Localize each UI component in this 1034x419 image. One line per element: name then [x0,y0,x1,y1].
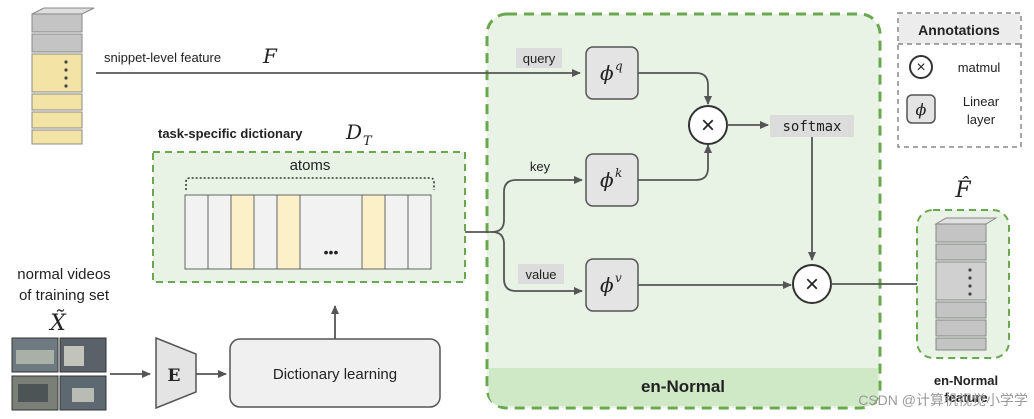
encoder-label: E [168,366,181,386]
output-label-line1: en-Normal [934,373,998,388]
q-to-matmul-arrow [638,72,712,105]
phi-q-box: ϕ q [585,46,639,100]
dictionary-symbol: D [345,120,362,144]
svg-text:×: × [916,59,925,76]
value-arrow [491,231,583,295]
output-feature-stack [934,217,998,351]
svg-text:×: × [805,271,819,298]
svg-text:ϕ: ϕ [916,100,927,119]
watermark: CSDN @计算机视觉小学学 [858,392,1028,408]
query-label-bg [516,48,562,68]
videos-symbol: X̃ [48,310,67,336]
dictionary-learning-label: Dictionary learning [273,366,397,383]
output-label-line2: feature [944,390,987,405]
en-normal-module: en-Normal [485,12,882,410]
value-label-bg [518,264,564,284]
atoms-label: atoms [290,157,331,174]
module-title-band [489,368,878,406]
key-label: key [530,159,551,174]
encoder-block: E [155,336,197,410]
dictionary-symbol-sub: T [363,134,373,149]
snippet-symbol: F [262,44,278,68]
phi-v-box: ϕ v [585,258,639,312]
svg-text:×: × [701,112,715,139]
svg-text:q: q [615,59,623,73]
videos-label-line2: of training set [19,287,110,304]
svg-text:ϕ: ϕ [600,168,614,192]
key-arrow [465,176,583,233]
legend-linear-line1: Linear [963,94,1000,109]
annotations-legend [897,12,1022,148]
snippet-label: snippet-level feature [104,50,221,65]
legend-title: Annotations [918,22,1000,38]
legend-linear-icon: ϕ [906,94,936,124]
snippet-feature-stack [31,7,95,145]
output-symbol: F̂ [954,177,971,203]
module-title: en-Normal [641,377,725,396]
legend-matmul-label: matmul [958,60,1001,75]
atoms-brace [185,177,435,190]
svg-text:ϕ: ϕ [600,273,614,297]
softmax-bg [770,115,854,137]
matmul-node-1: × [688,105,728,145]
softmax-label: softmax [782,119,841,135]
videos-label-line1: normal videos [17,266,110,283]
svg-text:k: k [615,166,622,180]
atoms-ellipsis: ••• [324,244,339,260]
video-thumbnails [11,337,107,411]
phi-k-box: ϕ k [585,153,639,207]
svg-text:ϕ: ϕ [600,61,614,85]
legend-linear-line2: layer [967,112,996,127]
atoms-row [184,194,432,270]
matmul-node-2: × [792,264,832,304]
value-label: value [525,267,556,282]
query-label: query [523,51,556,66]
svg-text:v: v [615,271,622,285]
dictionary-title: task-specific dictionary [158,126,303,141]
k-to-matmul-arrow [638,144,712,181]
legend-matmul-icon: × [909,55,933,79]
